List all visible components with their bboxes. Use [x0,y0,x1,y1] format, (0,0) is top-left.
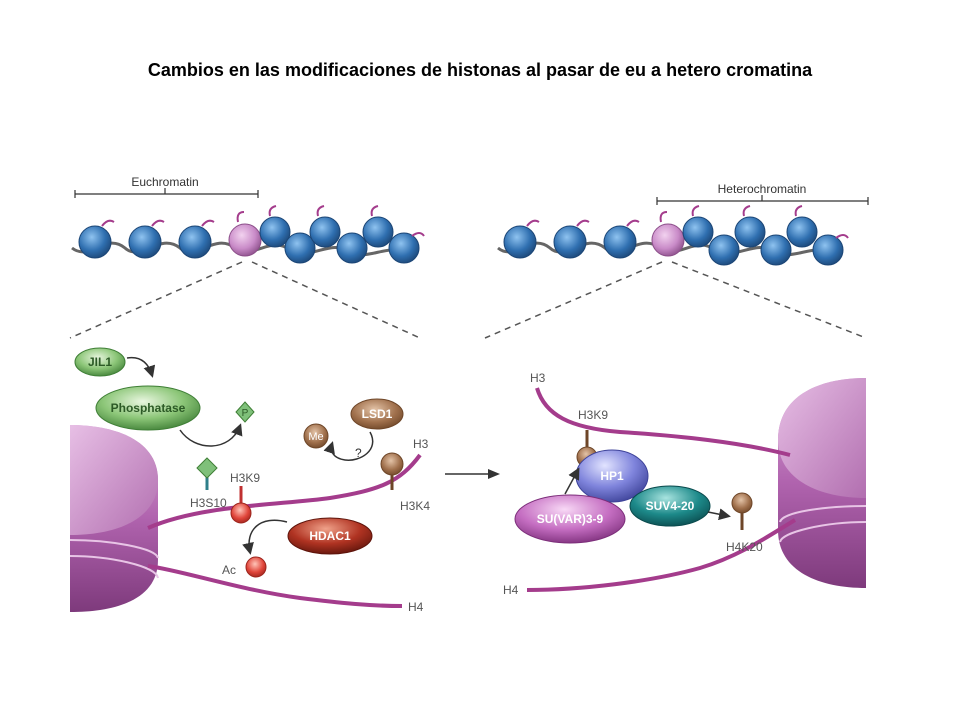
hdac1-arrow [242,519,288,555]
h3-tail-left [147,453,422,530]
nucleosome-icon [178,219,215,259]
nucleosome-icon [309,205,341,248]
suvar-arrow [564,467,580,495]
h3k4-label: H3K4 [400,499,430,513]
nucleosome-icon [708,234,740,266]
h3s10-label: H3S10 [190,496,227,510]
nucleosome-icon [760,234,792,266]
hdac1-label: HDAC1 [309,529,351,543]
h4-label-right: H4 [503,583,519,597]
nucleosome-icon [128,219,165,259]
question-mark: ? [355,446,362,460]
suv420-label: SUV4-20 [646,499,695,513]
jil1-arrow [126,356,156,378]
right-nucleosome [778,378,867,588]
nucleosome-icon [786,205,818,248]
lsd1-protein: LSD1 [350,398,404,430]
me-mark: Me [303,423,329,449]
nucleosome-icon [259,205,291,248]
nucleosome-icon [651,211,685,257]
h3k9-acetyl-mark [230,486,252,524]
phosphatase-label: Phosphatase [111,401,186,415]
p-mark: P [235,401,255,423]
nucleosome-icon [336,232,368,264]
nucleosome-icon [682,205,714,248]
nucleosome-icon [78,219,115,259]
lsd1-label: LSD1 [362,407,393,421]
jil1-label: JIL1 [88,355,112,369]
phosphatase-arrow [179,423,243,447]
euchromatin-bracket: Euchromatin [74,175,259,198]
nucleosome-icon [603,219,640,259]
zoom-lines [69,261,867,339]
h4k20-label: H4K20 [726,540,763,554]
heterochromatin-strand [497,205,849,266]
jil1-protein: JIL1 [74,347,126,377]
suv420-protein: SUV4-20 [629,485,711,527]
nucleosome-icon [388,232,425,264]
ac-label: Ac [222,563,236,577]
nucleosome-icon [228,211,262,257]
h4k20-methyl-mark [731,492,753,530]
nucleosome-icon [503,219,540,259]
nucleosome-icon [284,232,316,264]
suvar-protein: SU(VAR)3-9 [514,494,626,544]
right-arrow-icon [445,469,500,479]
nucleosome-icon [812,234,849,266]
h3k9-label-left: H3K9 [230,471,260,485]
h4-tail-right [526,518,797,592]
h3-label-right: H3 [530,371,546,385]
phosphatase-protein: Phosphatase [95,385,201,431]
hp1-label: HP1 [600,469,624,483]
h3s10-phospho-mark [196,457,218,490]
heterochromatin-label: Heterochromatin [718,182,807,196]
euchromatin-label: Euchromatin [131,175,198,189]
h4-label-left: H4 [408,600,424,614]
suvar-label: SU(VAR)3-9 [537,512,604,526]
ac-mark [245,556,267,578]
page-title: Cambios en las modificaciones de histona… [147,60,813,80]
suv420-arrow [707,508,731,521]
lsd1-arrow [323,431,374,461]
euchromatin-strand [71,205,425,264]
h3-label-left: H3 [413,437,429,451]
hdac1-protein: HDAC1 [287,517,373,555]
h4-tail-left [147,564,403,608]
left-nucleosome [69,425,159,612]
p-label: P [242,408,249,419]
nucleosome-icon [553,219,590,259]
nucleosome-icon [362,205,394,248]
h3-tail-right [535,387,791,457]
heterochromatin-bracket: Heterochromatin [656,182,869,205]
h3k4-methyl-mark [380,452,404,490]
nucleosome-icon [734,205,766,248]
me-label: Me [308,431,323,443]
h3k9-label-right: H3K9 [578,408,608,422]
